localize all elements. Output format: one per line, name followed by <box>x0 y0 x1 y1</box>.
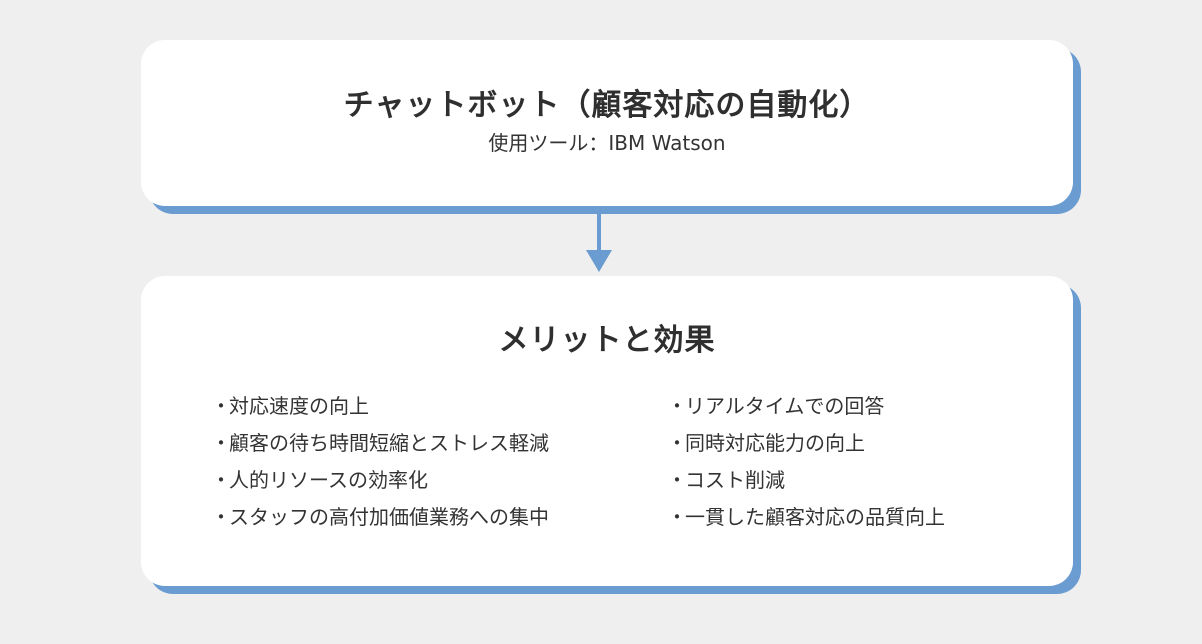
list-item: ・一貫した顧客対応の品質向上 <box>667 499 945 536</box>
benefits-card: メリットと効果 ・対応速度の向上 ・顧客の待ち時間短縮とストレス軽減 ・人的リソ… <box>141 276 1073 586</box>
list-item: ・スタッフの高付加価値業務への集中 <box>211 499 549 536</box>
bullet-dot: ・ <box>667 505 687 529</box>
bullet-dot: ・ <box>211 468 231 492</box>
list-item-text: リアルタイムでの回答 <box>685 394 885 418</box>
list-item-text: 同時対応能力の向上 <box>685 431 865 455</box>
tool-card: チャットボット（顧客対応の自動化） 使用ツール：IBM Watson <box>141 40 1073 206</box>
bullet-dot: ・ <box>211 505 231 529</box>
list-item-text: 顧客の待ち時間短縮とストレス軽減 <box>229 431 549 455</box>
list-item: ・顧客の待ち時間短縮とストレス軽減 <box>211 425 549 462</box>
list-item: ・リアルタイムでの回答 <box>667 388 945 425</box>
list-item: ・同時対応能力の向上 <box>667 425 945 462</box>
list-item-text: スタッフの高付加価値業務への集中 <box>229 505 549 529</box>
bullet-dot: ・ <box>211 394 231 418</box>
benefits-card-title: メリットと効果 <box>498 323 716 358</box>
list-item: ・人的リソースの効率化 <box>211 462 549 499</box>
list-item-text: 一貫した顧客対応の品質向上 <box>685 505 945 529</box>
list-item-text: コスト削減 <box>685 468 785 492</box>
benefits-list-left: ・対応速度の向上 ・顧客の待ち時間短縮とストレス軽減 ・人的リソースの効率化 ・… <box>211 388 549 536</box>
tool-card-title: チャットボット（顧客対応の自動化） <box>343 88 871 123</box>
bullet-dot: ・ <box>667 394 687 418</box>
bullet-dot: ・ <box>667 468 687 492</box>
bullet-dot: ・ <box>211 431 231 455</box>
list-item-text: 人的リソースの効率化 <box>229 468 428 492</box>
list-item: ・対応速度の向上 <box>211 388 549 425</box>
list-item: ・コスト削減 <box>667 462 945 499</box>
list-item-text: 対応速度の向上 <box>229 394 369 418</box>
tool-card-subtitle: 使用ツール：IBM Watson <box>488 131 726 155</box>
arrow-down-icon <box>586 210 612 272</box>
bullet-dot: ・ <box>667 431 687 455</box>
benefits-list-right: ・リアルタイムでの回答 ・同時対応能力の向上 ・コスト削減 ・一貫した顧客対応の… <box>667 388 945 536</box>
